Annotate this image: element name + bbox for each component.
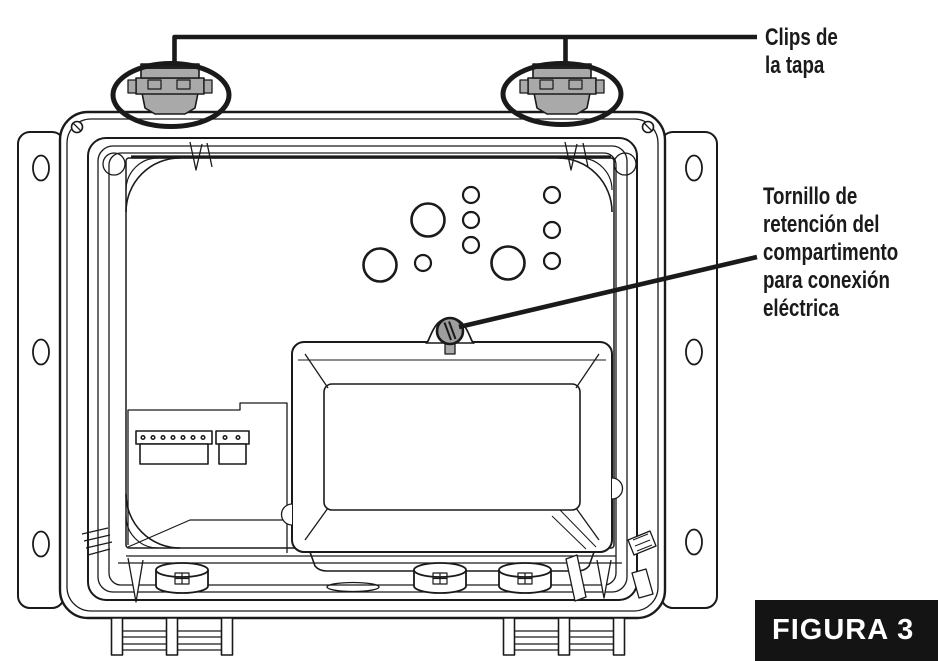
flange-hole	[32, 530, 50, 558]
flange-hole	[32, 154, 50, 182]
label-line: eléctrica	[763, 295, 839, 322]
label-line: compartimento	[763, 239, 899, 266]
flange-hole	[685, 338, 703, 366]
corner-screw-left	[70, 120, 84, 134]
compartment-retention-screw	[435, 316, 465, 355]
label-line: retención del	[763, 211, 880, 238]
label-line: la tapa	[765, 52, 825, 79]
flange-hole	[32, 338, 50, 366]
boss	[413, 562, 467, 594]
bottom-hinge-left	[110, 617, 234, 656]
cover-inner-panel	[323, 383, 581, 511]
boss	[498, 562, 552, 594]
flange-hole	[685, 528, 703, 556]
clip-highlight-ellipse-right	[500, 61, 624, 127]
corner-ribs	[81, 141, 612, 603]
cover-clip-left	[127, 63, 213, 115]
bottom-hinge-right	[502, 617, 626, 656]
cover-seal-frame	[87, 137, 638, 601]
terminal-shelf	[127, 402, 288, 553]
label-cover-clips: Clips de la tapa	[765, 24, 838, 80]
label-retention-screw: Tornillo de retención del compartimento …	[763, 183, 898, 323]
mounting-flange-right	[660, 131, 718, 609]
corner-details-bottom-right	[565, 530, 657, 602]
leader-line-retention-screw	[458, 254, 758, 330]
figure-badge: FIGURA 3	[755, 600, 938, 661]
flange-hole	[685, 154, 703, 182]
corner-screw-right	[641, 120, 655, 134]
cover-clip-right	[519, 63, 605, 115]
knockout-bosses	[155, 562, 552, 594]
knockout-holes	[362, 185, 562, 283]
floor-slot	[326, 581, 380, 593]
clip-highlight-ellipse-left	[110, 61, 232, 129]
label-line: Tornillo de	[763, 183, 858, 210]
enclosure-floor	[118, 555, 622, 593]
terminal-block-wide	[135, 430, 213, 465]
label-line: Clips de	[765, 24, 838, 51]
mounting-flange-left	[17, 131, 65, 609]
cover-side-tab-right	[611, 477, 624, 500]
boss	[155, 562, 209, 594]
label-line: para conexión	[763, 267, 890, 294]
cover-side-tab-left	[280, 503, 293, 526]
terminal-block-narrow	[215, 430, 250, 465]
leader-line-clips	[172, 34, 757, 66]
figure-badge-label: FIGURA 3	[772, 614, 915, 646]
compartment-cover	[280, 317, 624, 572]
